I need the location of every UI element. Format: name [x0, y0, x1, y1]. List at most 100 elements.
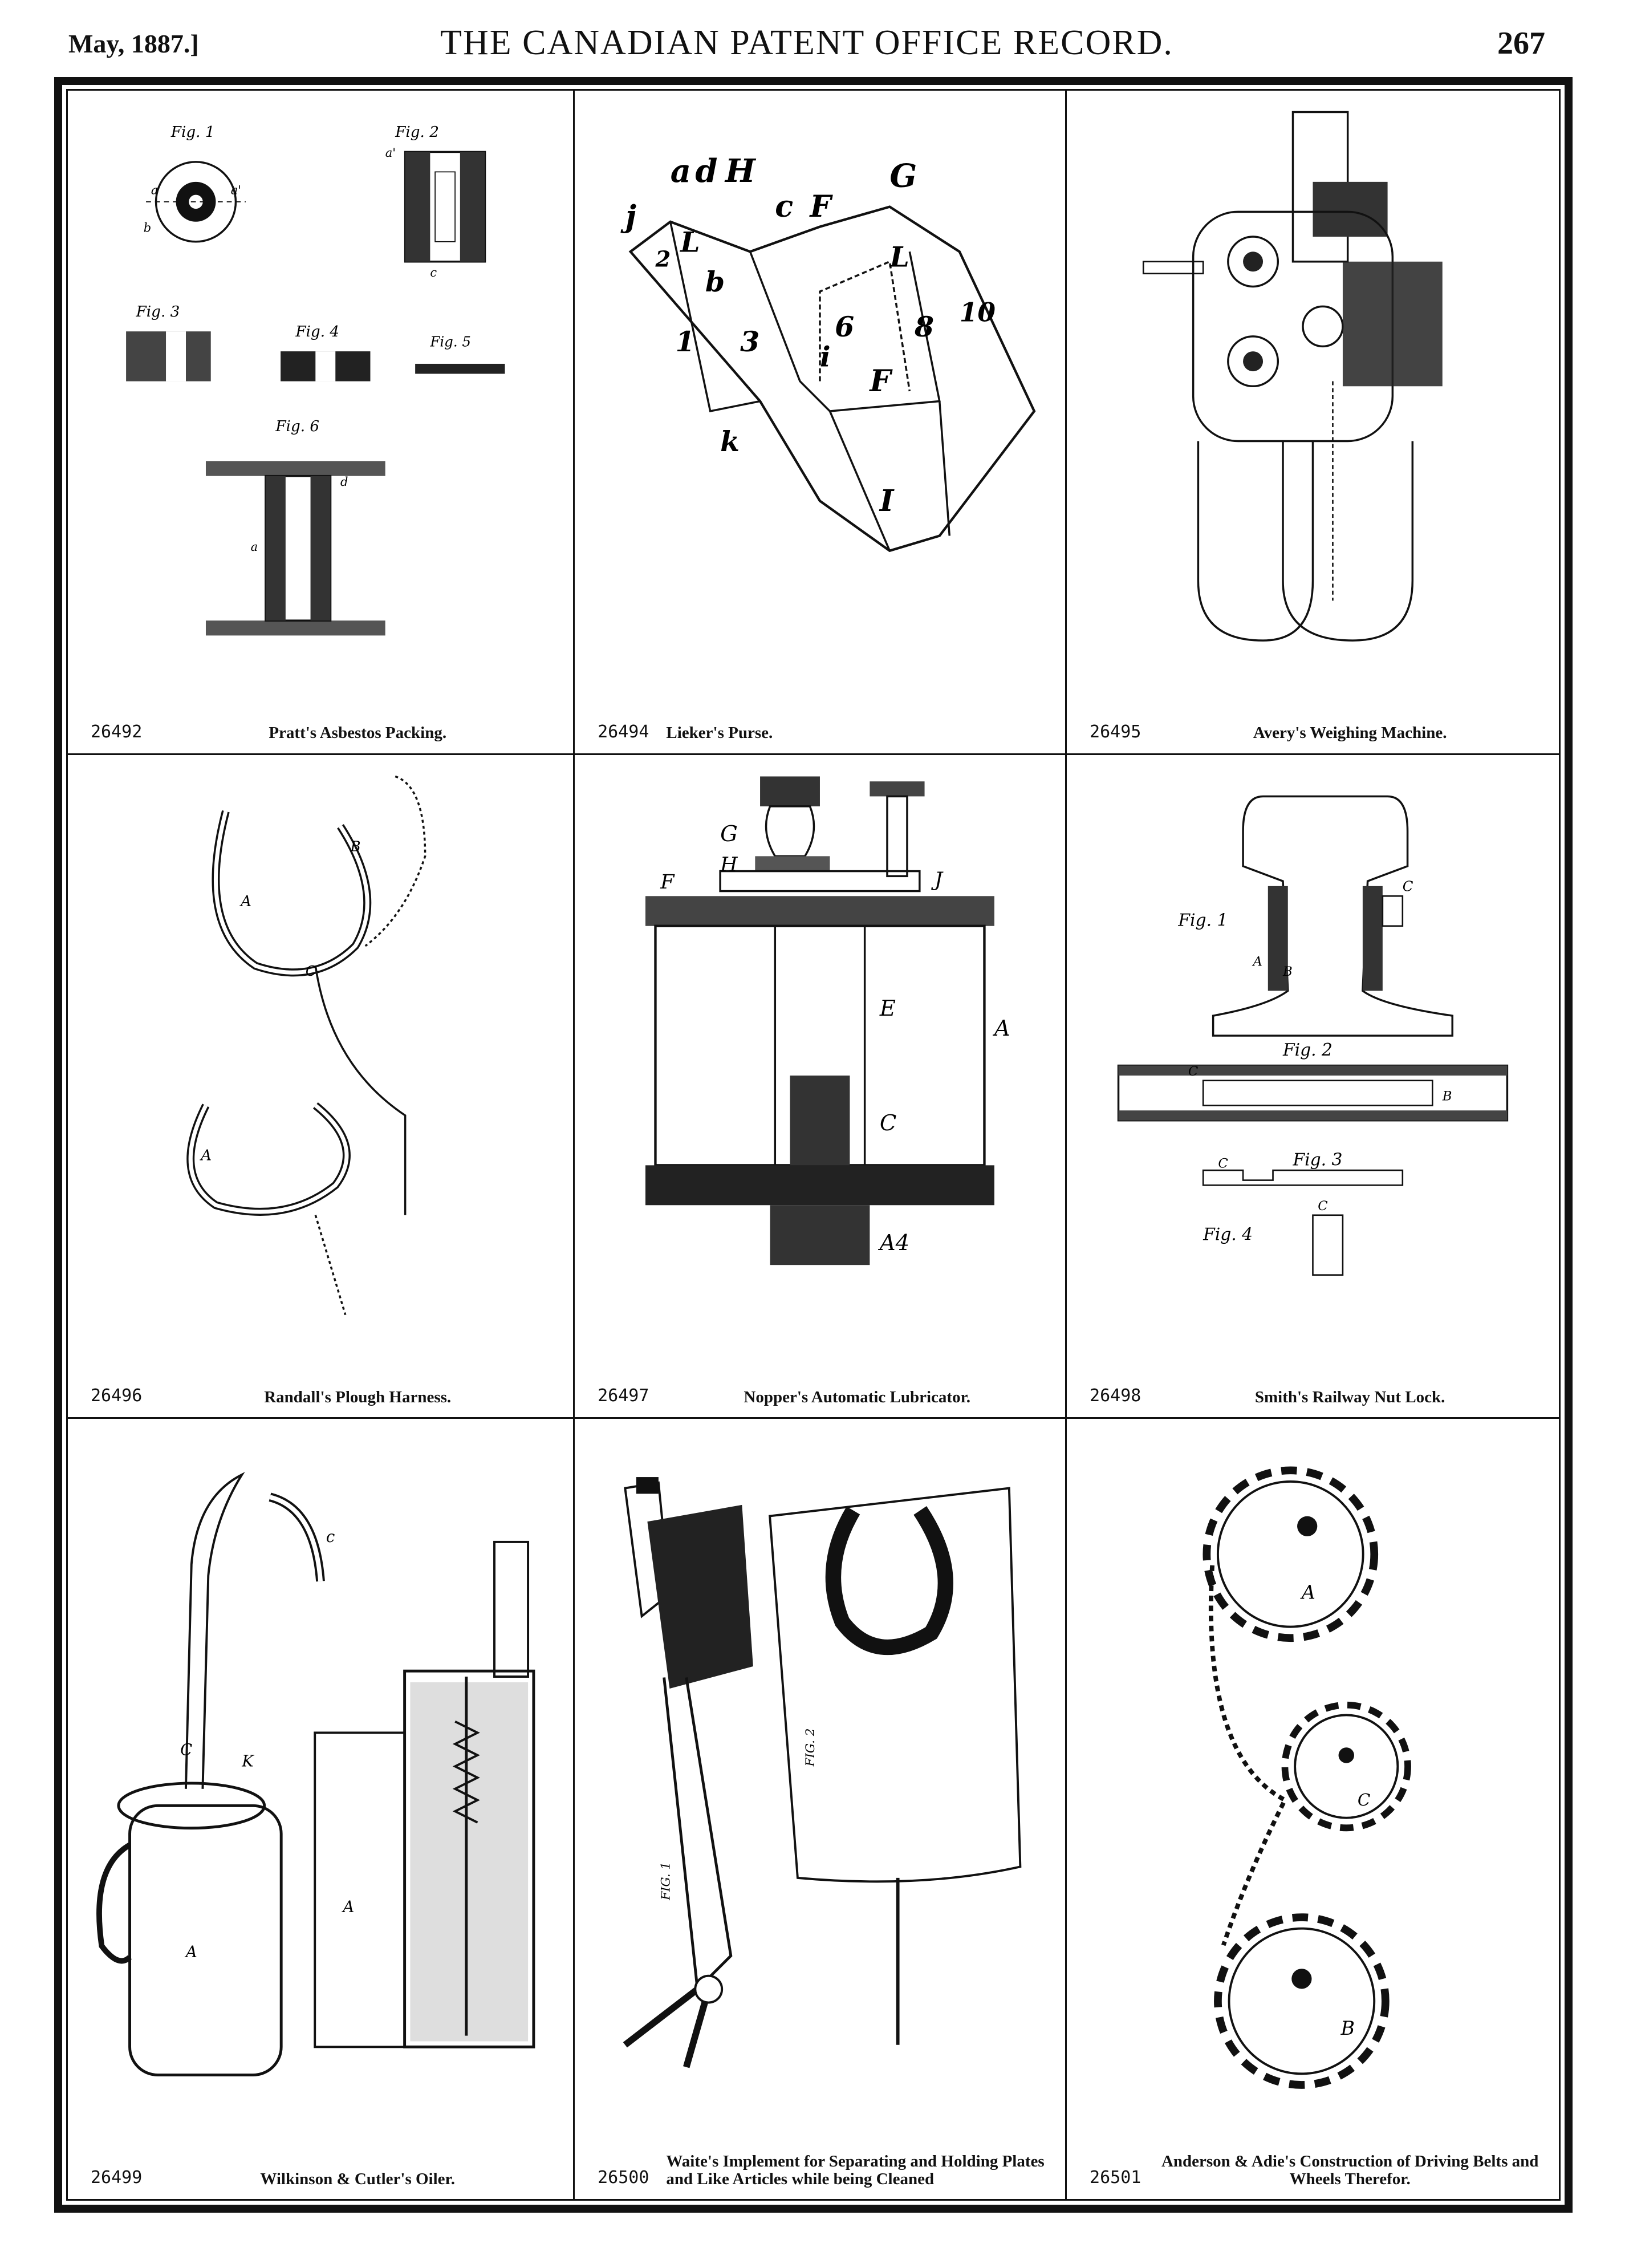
plates-frame: Fig. 1 a a' b Fig. 2 a' c Fig. 3 [54, 77, 1573, 2213]
svg-text:A: A [1300, 1581, 1315, 1604]
patent-cell-26498: Fig. 1 C B A Fig. 2 C B Fig. 3 C Fig. 4 [1067, 755, 1559, 1419]
svg-text:8: 8 [914, 310, 934, 343]
svg-text:Fig. 3: Fig. 3 [136, 303, 180, 320]
patent-cell-26499: C A K A c 26499 Wilkinson & Cutler's Oil… [68, 1419, 575, 2199]
patent-number: 26501 [1090, 2167, 1141, 2188]
patent-caption: 26500 Waite's Implement for Separating a… [598, 2142, 1048, 2188]
svg-text:J: J [931, 868, 944, 891]
svg-text:i: i [820, 340, 831, 373]
svg-text:F: F [660, 871, 675, 894]
svg-text:Fig. 2: Fig. 2 [395, 124, 439, 141]
svg-text:K: K [241, 1752, 254, 1771]
svg-text:L: L [888, 240, 909, 273]
patent-number: 26496 [91, 1386, 143, 1406]
svg-text:A: A [1252, 954, 1262, 969]
svg-text:F: F [868, 364, 893, 399]
svg-text:a: a [671, 152, 691, 190]
patent-caption: 26501 Anderson & Adie's Construction of … [1090, 2142, 1542, 2188]
svg-text:2: 2 [655, 246, 671, 272]
patent-caption: 26495 Avery's Weighing Machine. [1090, 696, 1542, 742]
patent-caption: 26497 Nopper's Automatic Lubricator. [598, 1360, 1048, 1406]
svg-text:B: B [1282, 964, 1293, 979]
svg-text:a: a [251, 540, 258, 554]
svg-text:C: C [1358, 1790, 1370, 1809]
patent-cell-26494: a d H G j c F L L 2 b 1 3 6 8 10 i [575, 91, 1067, 755]
fig-label: Fig. 1 [170, 124, 215, 141]
svg-text:C: C [1318, 1199, 1327, 1214]
publication-title: THE CANADIAN PATENT OFFICE RECORD. [440, 23, 1173, 62]
svg-text:a': a' [231, 184, 241, 197]
patent-number: 26499 [91, 2167, 143, 2188]
svg-text:a': a' [385, 146, 396, 160]
svg-text:6: 6 [835, 310, 854, 343]
svg-text:Fig. 6: Fig. 6 [275, 418, 319, 435]
svg-text:I: I [879, 484, 895, 518]
svg-text:d: d [696, 152, 718, 190]
page-number: 267 [1497, 26, 1545, 61]
patent-cell-26501: A C B 26501 Anderson & Adie's Constructi… [1067, 1419, 1559, 2199]
patent-title: Pratt's Asbestos Packing. [269, 724, 447, 743]
svg-text:d: d [340, 475, 348, 489]
svg-text:Fig. 3: Fig. 3 [1293, 1150, 1343, 1170]
svg-text:G: G [889, 157, 917, 195]
patent-cell-26497: G H F J E A C A4 26497 Nopper's Automati… [575, 754, 1067, 1419]
svg-text:H: H [720, 853, 738, 876]
svg-text:Fig. 2: Fig. 2 [1282, 1040, 1333, 1060]
patent-number: 26495 [1090, 721, 1141, 742]
svg-text:A: A [184, 1943, 197, 1961]
patent-number: 26492 [91, 721, 143, 742]
patent-number: 26494 [598, 721, 649, 742]
svg-text:L: L [679, 225, 700, 258]
patent-title: Anderson & Adie's Construction of Drivin… [1161, 2152, 1539, 2188]
svg-text:k: k [720, 425, 740, 458]
svg-text:c: c [430, 266, 437, 279]
svg-text:A: A [341, 1898, 354, 1916]
patent-caption: 26492 Pratt's Asbestos Packing. [91, 696, 556, 742]
svg-text:3: 3 [740, 325, 759, 358]
patent-title: Wilkinson & Cutler's Oiler. [260, 2169, 455, 2188]
svg-text:c: c [775, 189, 793, 224]
patent-caption: 26494 Lieker's Purse. [598, 696, 1048, 742]
drawing-weighing-machine [1078, 102, 1547, 691]
patent-title: Lieker's Purse. [666, 724, 773, 743]
svg-text:C: C [1218, 1156, 1228, 1171]
drawing-plate-implement: FIG. 1 FIG. 2 [586, 1430, 1054, 2136]
svg-text:B: B [350, 838, 360, 854]
patent-caption: 26496 Randall's Plough Harness. [91, 1360, 556, 1406]
svg-text:b: b [144, 221, 151, 234]
patent-title: Randall's Plough Harness. [264, 1387, 452, 1406]
patent-title: Nopper's Automatic Lubricator. [744, 1387, 971, 1406]
drawing-oiler: C A K A c [79, 1430, 562, 2136]
svg-text:FIG. 1: FIG. 1 [659, 1862, 673, 1901]
patent-cell-26496: A B C A 26496 Randall's Plough Harness. [68, 754, 575, 1419]
svg-text:A: A [239, 892, 251, 910]
drawing-asbestos-packing: Fig. 1 a a' b Fig. 2 a' c Fig. 3 [79, 102, 562, 691]
svg-text:A: A [200, 1147, 212, 1164]
patent-title: Smith's Railway Nut Lock. [1254, 1387, 1445, 1406]
svg-text:Fig. 4: Fig. 4 [1203, 1224, 1253, 1244]
svg-text:Fig. 4: Fig. 4 [295, 323, 339, 340]
svg-text:C: C [180, 1741, 192, 1759]
patent-cell-26500: FIG. 1 FIG. 2 26500 Waite's Implement fo… [575, 1419, 1067, 2199]
patent-cell-26495: 26495 Avery's Weighing Machine. [1067, 91, 1559, 755]
patent-number: 26498 [1090, 1386, 1141, 1406]
svg-text:C: C [880, 1110, 896, 1136]
svg-text:b: b [705, 265, 725, 298]
drawing-nut-lock: Fig. 1 C B A Fig. 2 C B Fig. 3 C Fig. 4 [1078, 766, 1547, 1355]
patent-caption: 26499 Wilkinson & Cutler's Oiler. [91, 2142, 556, 2188]
svg-text:10: 10 [960, 297, 996, 328]
svg-text:a: a [151, 184, 159, 197]
patent-title: Waite's Implement for Separating and Hol… [666, 2152, 1045, 2188]
svg-text:c: c [326, 1528, 335, 1546]
patent-caption: 26498 Smith's Railway Nut Lock. [1090, 1360, 1542, 1406]
drawing-purse: a d H G j c F L L 2 b 1 3 6 8 10 i [586, 102, 1054, 691]
svg-text:B: B [1340, 2017, 1354, 2039]
patent-grid: Fig. 1 a a' b Fig. 2 a' c Fig. 3 [66, 89, 1561, 2201]
page-header: May, 1887.] THE CANADIAN PATENT OFFICE R… [68, 23, 1545, 63]
patent-cell-26492: Fig. 1 a a' b Fig. 2 a' c Fig. 3 [68, 91, 575, 755]
svg-text:A4: A4 [878, 1230, 909, 1256]
svg-text:G: G [720, 821, 738, 847]
svg-text:Fig. 5: Fig. 5 [429, 333, 471, 350]
patent-number: 26497 [598, 1386, 649, 1406]
svg-text:A: A [993, 1016, 1010, 1041]
